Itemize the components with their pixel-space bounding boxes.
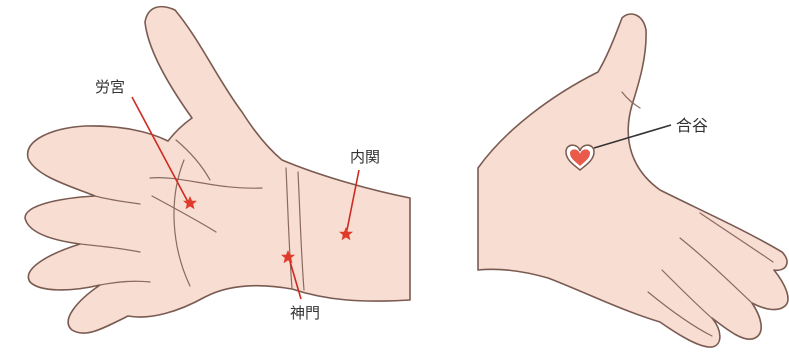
palm-hand (25, 7, 410, 334)
palm-hand-shape (25, 7, 410, 334)
back-hand (478, 14, 788, 347)
back-hand-shape (478, 14, 788, 347)
hegu-label: 合谷 (676, 116, 708, 135)
laogong-label: 労宮 (95, 78, 125, 96)
neiguan-label: 内関 (350, 148, 380, 166)
shenmen-label: 神門 (290, 304, 320, 322)
